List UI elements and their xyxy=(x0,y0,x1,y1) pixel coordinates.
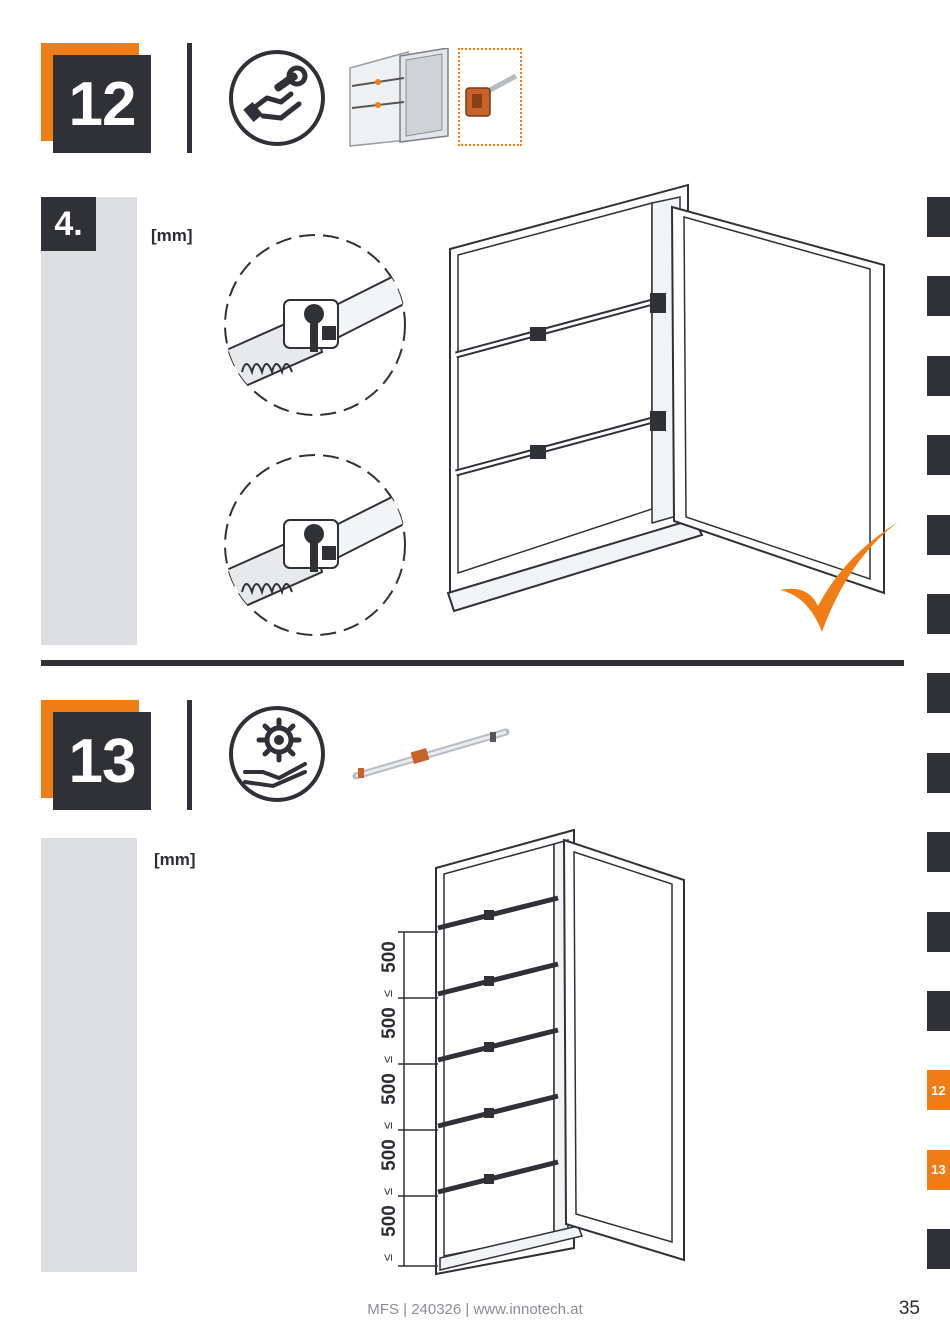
step-13-side-panel xyxy=(41,838,137,1272)
chapter-tab[interactable] xyxy=(927,276,950,317)
dimension-constraint: ≤ xyxy=(380,1187,396,1196)
tall-window-illustration xyxy=(378,828,688,1276)
page-number: 35 xyxy=(898,1298,920,1319)
chapter-tab[interactable] xyxy=(927,435,950,476)
dimension-value: 500 xyxy=(379,1073,400,1105)
chapter-tab[interactable]: 13 xyxy=(927,1149,950,1190)
chapter-tab[interactable] xyxy=(927,991,950,1031)
clamp-detail-circle-top xyxy=(222,232,408,418)
window-rods-illustration xyxy=(444,183,894,613)
dimension-value: 500 xyxy=(379,1007,400,1039)
clamp-detail-frame xyxy=(458,48,522,146)
dimension-constraint: ≤ xyxy=(380,1121,396,1130)
hand-wrench-icon xyxy=(229,50,325,146)
header-divider xyxy=(187,700,192,810)
chapter-tab[interactable] xyxy=(927,514,950,555)
unit-label: [mm] xyxy=(151,226,193,245)
step-13-badge: 13 xyxy=(41,700,151,810)
dimension-value: 500 xyxy=(379,1139,400,1171)
header-divider xyxy=(187,43,192,153)
step-number: 13 xyxy=(53,712,151,810)
unit-label: [mm] xyxy=(154,850,196,869)
step-number: 12 xyxy=(53,55,151,153)
clamp-detail-circle-bottom xyxy=(222,452,408,638)
step-12-badge: 12 xyxy=(41,43,151,153)
window-frame-thumbnail xyxy=(348,47,452,148)
chapter-tab[interactable] xyxy=(927,911,950,952)
substep-number: 4. xyxy=(41,197,96,251)
chapter-tab[interactable] xyxy=(927,832,950,873)
hand-gear-icon xyxy=(229,706,325,802)
dimension-value: 500 xyxy=(379,1205,400,1237)
chapter-tab[interactable] xyxy=(927,594,950,634)
chapter-tab[interactable] xyxy=(927,673,950,714)
step-12-side-panel xyxy=(41,197,137,645)
dimension-constraint: ≤ xyxy=(380,1055,396,1064)
chapter-tab[interactable] xyxy=(927,197,950,237)
checkmark-icon xyxy=(778,520,900,636)
chapter-tab[interactable] xyxy=(927,355,950,396)
chapter-tab[interactable]: 12 xyxy=(927,1070,950,1111)
telescopic-rod-thumbnail xyxy=(352,726,510,782)
chapter-tab[interactable] xyxy=(927,1229,950,1270)
section-divider xyxy=(41,660,904,666)
footer-text: MFS | 240326 | www.innotech.at xyxy=(367,1301,583,1318)
dimension-constraint: ≤ xyxy=(380,989,396,998)
dimension-value: 500 xyxy=(379,941,400,973)
dimension-labels: 500 ≤500 ≤500 ≤500 ≤500 ≤ xyxy=(374,932,414,1268)
dimension-constraint: ≤ xyxy=(380,1253,396,1262)
chapter-tab[interactable] xyxy=(927,752,950,793)
